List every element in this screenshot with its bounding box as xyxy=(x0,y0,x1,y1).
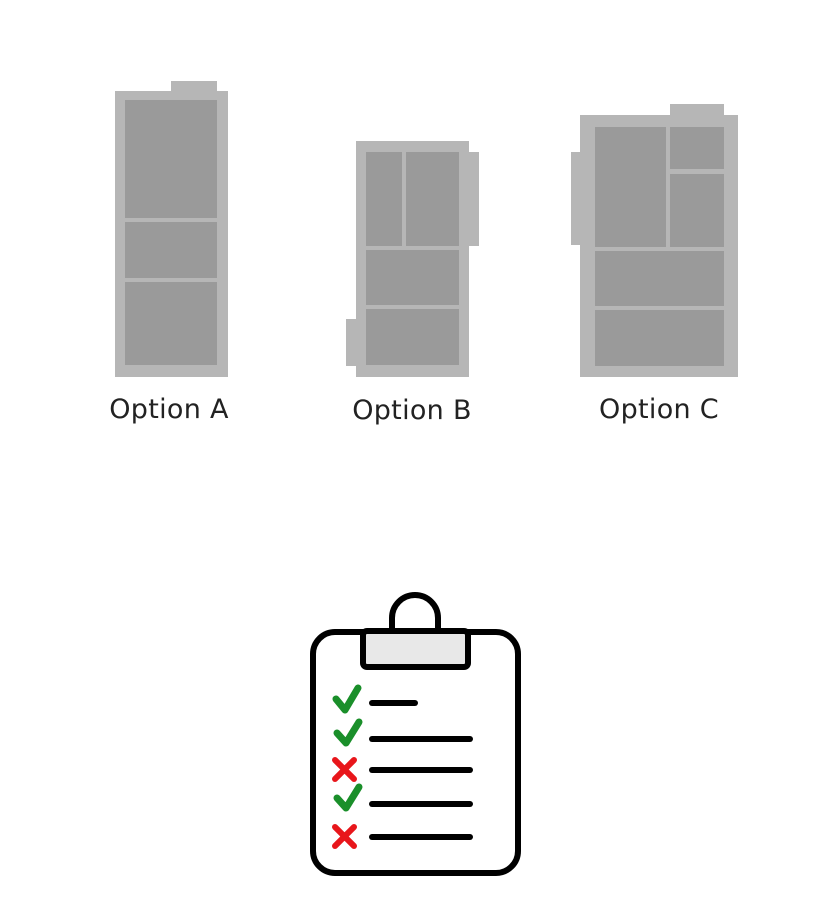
floorplan-side-wing xyxy=(465,152,479,246)
floorplan-room xyxy=(595,310,724,366)
floorplan-room xyxy=(125,282,217,365)
floorplan-entrance xyxy=(670,104,724,118)
floorplan-side-wing xyxy=(571,152,585,245)
floorplan-option-c xyxy=(571,104,738,377)
floorplan-room xyxy=(366,309,459,365)
option-b-label: Option B xyxy=(352,395,472,426)
floorplan-room xyxy=(670,174,724,247)
clipboard-checklist-icon xyxy=(310,592,521,876)
floorplan-side-wing xyxy=(346,319,360,366)
clipboard-clip-ring xyxy=(389,592,441,634)
floorplan-room xyxy=(125,222,217,278)
checkmark-icon xyxy=(333,783,363,812)
checkmark-icon xyxy=(333,718,363,747)
floorplan-option-b xyxy=(346,141,479,377)
floorplan-room xyxy=(670,127,724,169)
cross-icon xyxy=(332,757,357,782)
floorplan-room xyxy=(595,127,666,247)
floorplan-room xyxy=(366,152,402,246)
floorplan-room xyxy=(125,100,217,218)
option-a-label: Option A xyxy=(109,394,229,425)
cross-icon xyxy=(332,824,357,849)
option-c-label: Option C xyxy=(599,394,719,425)
floorplan-room xyxy=(595,251,724,306)
floorplan-option-a xyxy=(115,81,228,377)
clipboard-clip xyxy=(360,628,471,670)
floorplan-room xyxy=(366,250,459,305)
floorplan-room xyxy=(406,152,459,246)
checkmark-icon xyxy=(332,684,362,714)
